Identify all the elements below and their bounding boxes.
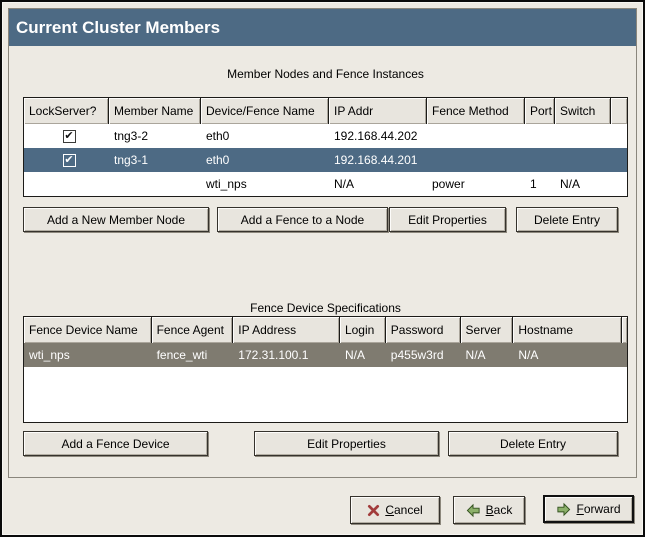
column-header-login[interactable]: Login [339, 317, 386, 343]
cell-switch: N/A [560, 177, 581, 191]
column-header-fence-agent[interactable]: Fence Agent [151, 317, 234, 343]
member-edit-properties-button[interactable]: Edit Properties [389, 207, 506, 232]
cell-hostname: N/A [518, 348, 539, 362]
column-header-switch[interactable]: Switch [555, 98, 611, 124]
member-delete-entry-button[interactable]: Delete Entry [516, 207, 618, 232]
fence-edit-properties-button[interactable]: Edit Properties [254, 431, 439, 456]
cell-ip-addr: 192.168.44.201 [334, 153, 418, 167]
cell-member-name [109, 172, 201, 196]
cell-fence-method [427, 124, 525, 148]
check-icon: ✔ [64, 153, 74, 166]
lockserver-checkbox[interactable]: ✔ [62, 129, 76, 143]
cell-port [525, 124, 555, 148]
cell-member-name: tng3-1 [114, 153, 149, 167]
column-header-filler [622, 317, 627, 343]
column-header-fence-device-name[interactable]: Fence Device Name [24, 317, 152, 343]
column-header-device-fence-name[interactable]: Device/Fence Name [201, 98, 329, 124]
cell-device-fence-name: wti_nps [206, 177, 247, 191]
column-header-ip-addr[interactable]: IP Addr [329, 98, 427, 124]
cell-fence-method [427, 148, 525, 172]
cell-ip-address: 172.31.100.1 [238, 348, 309, 362]
add-fence-device-button[interactable]: Add a Fence Device [23, 431, 208, 456]
cell-switch [555, 148, 611, 172]
member-table-caption: Member Nodes and Fence Instances [227, 67, 424, 81]
cancel-label: Cancel [385, 503, 423, 517]
table-row[interactable]: ✔ tng3-2 eth0 192.168.44.202 [24, 124, 627, 148]
fence-device-table: Fence Device Name Fence Agent IP Address… [23, 316, 628, 423]
column-header-hostname[interactable]: Hostname [513, 317, 622, 343]
column-header-filler [611, 98, 627, 124]
arrow-right-icon [556, 502, 571, 517]
arrow-left-icon [466, 503, 481, 518]
cancel-x-icon [367, 504, 380, 517]
cell-fence-agent: fence_wti [156, 348, 208, 362]
column-header-password[interactable]: Password [385, 317, 461, 343]
add-member-node-button[interactable]: Add a New Member Node [23, 207, 209, 232]
cell-port: 1 [530, 177, 537, 191]
fence-table-header: Fence Device Name Fence Agent IP Address… [24, 317, 627, 343]
cancel-button[interactable]: Cancel [350, 496, 440, 524]
back-label: Back [485, 503, 513, 517]
content-frame: Current Cluster Members Member Nodes and… [8, 8, 637, 478]
column-header-server[interactable]: Server [460, 317, 514, 343]
column-header-member-name[interactable]: Member Name [109, 98, 201, 124]
member-table-header: LockServer? Member Name Device/Fence Nam… [24, 98, 627, 124]
fence-delete-entry-button[interactable]: Delete Entry [448, 431, 618, 456]
cell-port [525, 148, 555, 172]
back-button[interactable]: Back [453, 496, 525, 524]
column-header-fence-method[interactable]: Fence Method [427, 98, 525, 124]
table-row-selected[interactable]: ✔ tng3-1 eth0 192.168.44.201 [24, 148, 627, 172]
cell-server: N/A [465, 348, 486, 362]
cell-fence-device-name: wti_nps [29, 348, 70, 362]
fence-table-caption: Fence Device Specifications [250, 301, 401, 315]
column-header-lockserver[interactable]: LockServer? [24, 98, 109, 124]
page-title: Current Cluster Members [16, 18, 221, 37]
check-icon: ✔ [64, 129, 74, 142]
cell-fence-method: power [432, 177, 465, 191]
lockserver-checkbox[interactable]: ✔ [62, 153, 76, 167]
cell-device-fence-name: eth0 [206, 153, 230, 167]
forward-button[interactable]: Forward [543, 495, 634, 523]
cell-password: p455w3rd [390, 348, 444, 362]
cell-member-name: tng3-2 [114, 129, 149, 143]
titlebar: Current Cluster Members [9, 9, 636, 46]
table-row-selected[interactable]: wti_nps fence_wti 172.31.100.1 N/A p455w… [24, 343, 627, 367]
cell-ip-addr: N/A [334, 177, 355, 191]
table-row[interactable]: wti_nps N/A power 1 N/A [24, 172, 627, 196]
cell-device-fence-name: eth0 [206, 129, 230, 143]
forward-label: Forward [576, 502, 621, 516]
add-fence-to-node-button[interactable]: Add a Fence to a Node [217, 207, 388, 232]
column-header-port[interactable]: Port [525, 98, 555, 124]
member-table: LockServer? Member Name Device/Fence Nam… [23, 97, 628, 197]
cell-login: N/A [344, 348, 365, 362]
cell-ip-addr: 192.168.44.202 [334, 129, 418, 143]
column-header-ip-address[interactable]: IP Address [233, 317, 340, 343]
cell-switch [555, 124, 611, 148]
